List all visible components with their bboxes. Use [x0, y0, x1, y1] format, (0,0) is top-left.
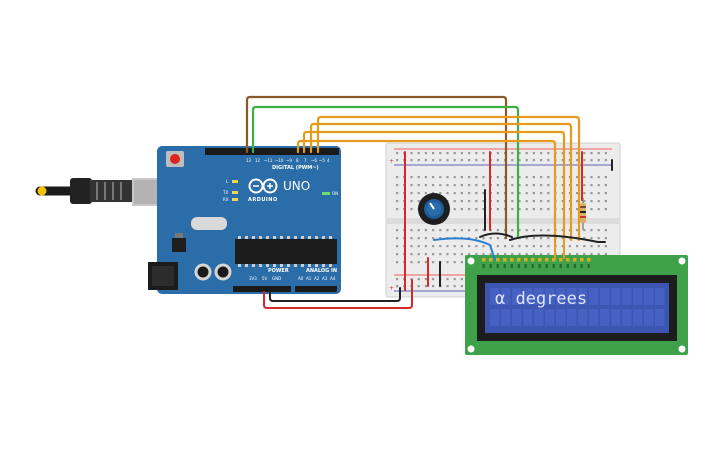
analog-header-label: ANALOG IN [306, 268, 337, 274]
svg-text:7: 7 [304, 158, 307, 163]
led-rx [232, 198, 238, 201]
usb-cable [35, 178, 172, 206]
lcd-pin-header [482, 258, 591, 268]
digital-pwm-label: DIGITAL (PWM~) [272, 165, 319, 171]
svg-text:~6: ~6 [311, 158, 317, 163]
svg-text:A0: A0 [298, 276, 304, 281]
crystal [191, 217, 227, 230]
board-model-label: UNO [283, 179, 310, 193]
svg-text:ON: ON [332, 191, 338, 196]
svg-text:13: 13 [246, 158, 252, 163]
svg-text:+: + [389, 285, 394, 292]
svg-text:5V: 5V [262, 276, 268, 281]
led-tx [232, 191, 238, 194]
led-l [232, 180, 238, 183]
resistor [580, 198, 586, 230]
potentiometer [418, 193, 450, 225]
svg-text:GND: GND [272, 276, 281, 281]
led-on [322, 192, 330, 195]
svg-text:8: 8 [296, 158, 299, 163]
svg-text:~9: ~9 [286, 158, 292, 163]
lcd-display-text: α degrees [495, 289, 587, 309]
voltage-regulator [172, 238, 186, 252]
lcd-16x2-module: α degrees [465, 255, 688, 355]
digital-header [205, 148, 339, 155]
svg-text:12: 12 [255, 158, 261, 163]
svg-text:A1: A1 [306, 276, 312, 281]
svg-text:TX: TX [222, 190, 228, 195]
microcontroller-chip [235, 239, 337, 264]
svg-text:RX: RX [223, 197, 229, 202]
lcd-character-cells [490, 288, 665, 326]
svg-text:A3: A3 [322, 276, 328, 281]
svg-text:L: L [226, 179, 229, 184]
power-header [233, 286, 291, 292]
svg-text:A2: A2 [314, 276, 320, 281]
board-brand-label: ARDUINO [248, 197, 278, 203]
svg-text:A4: A4 [330, 276, 336, 281]
chip-pins [238, 236, 332, 267]
svg-text:~5: ~5 [319, 158, 325, 163]
wires [245, 95, 613, 309]
power-header-label: POWER [268, 268, 289, 274]
svg-text:3V3: 3V3 [249, 276, 257, 281]
arduino-logo-icon [248, 178, 278, 194]
analog-header [295, 286, 337, 292]
svg-text:+: + [389, 158, 394, 165]
svg-text:4: 4 [327, 158, 330, 163]
svg-text:~11: ~11 [264, 158, 273, 163]
svg-text:~10: ~10 [275, 158, 284, 163]
